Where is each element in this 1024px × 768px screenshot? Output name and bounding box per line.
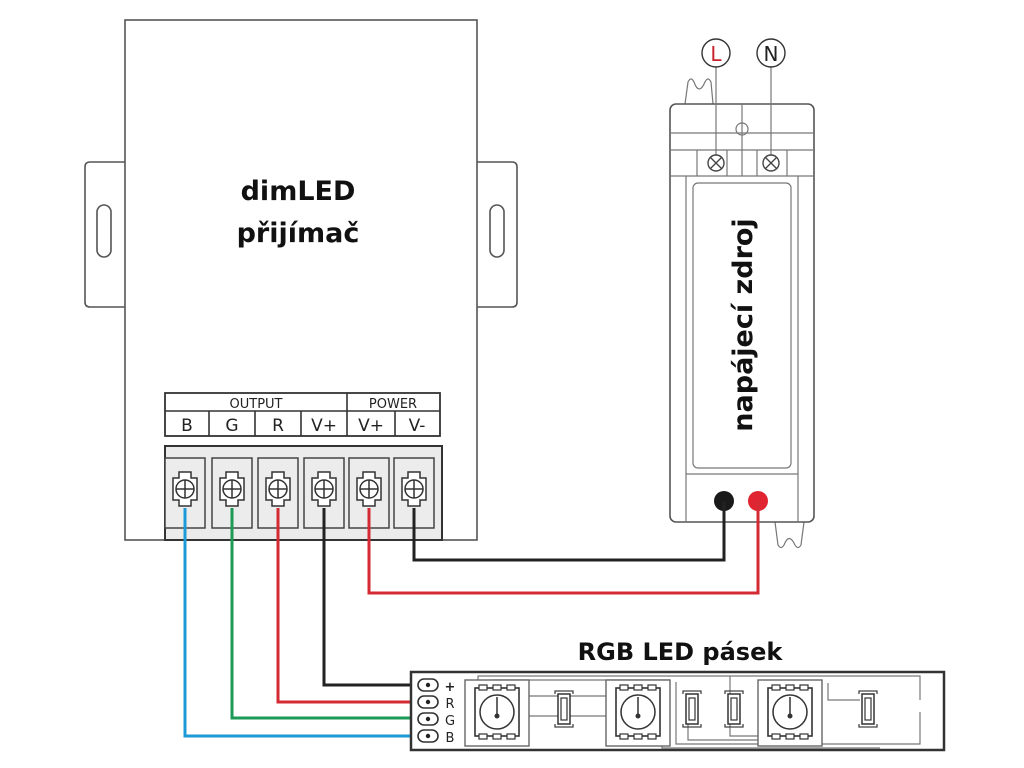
controller-title-1: dimLED [241,176,356,207]
mount-ear-right [477,161,518,308]
group-label-output: OUTPUT [230,397,283,412]
resistor-3 [858,690,878,728]
led-strip: RGB LED pásek + R G B [409,638,946,752]
strip-pin-r: R [445,697,454,712]
strip-pin-plus: + [445,680,456,695]
input-l-label: L [710,42,722,66]
terminal-label-vminus-in: V- [409,416,426,436]
controller-title-2: přijímač [237,218,360,249]
wire-black-vplus-out [322,508,428,687]
controller: dimLED přijímač OUTPUT POWER B G R V+ V+… [84,19,518,541]
wire-green [230,508,428,720]
screw-terminal-2 [257,457,299,529]
mount-slot-right [489,204,505,258]
strip-pin-g: G [445,714,455,729]
terminal-label-g: G [225,416,238,436]
screw-terminal-0 [164,457,206,529]
terminal-label-table [164,392,441,437]
input-n-marker [756,38,786,68]
wire-red-power [367,501,760,595]
psu-label-panel [692,182,792,469]
screw-terminal-1 [211,457,253,529]
wire-blue [183,508,428,738]
power-supply: napájecí zdroj L N [669,38,815,549]
led-strip-title: RGB LED pásek [578,638,784,666]
wire-red-out [276,508,428,704]
screw-terminal-n [762,154,780,172]
screw-terminal-l [707,154,725,172]
mount-ear-left [84,161,125,308]
led-chip-2 [757,679,823,747]
psu-label: napájecí zdroj [728,218,759,431]
terminal-label-r: R [272,416,284,436]
mount-slot-left [96,204,112,258]
psu-bottom-hook [774,521,805,549]
input-n-label: N [764,42,779,66]
led-chip-1 [605,679,671,747]
led-chip-0 [464,679,530,747]
input-l-marker [701,38,731,68]
terminal-label-vplus-out: V+ [311,416,337,436]
terminal-label-b: B [181,416,193,436]
strip-pin-b: B [446,731,455,746]
psu-top-hook [684,78,714,105]
resistor-2 [724,690,744,728]
strip-pads [417,678,439,743]
resistor-1 [682,690,702,728]
terminal-label-vplus-in: V+ [358,416,384,436]
wire-black-power [412,501,726,562]
wires [183,501,760,738]
group-label-power: POWER [369,397,417,412]
resistor-0 [554,690,574,728]
